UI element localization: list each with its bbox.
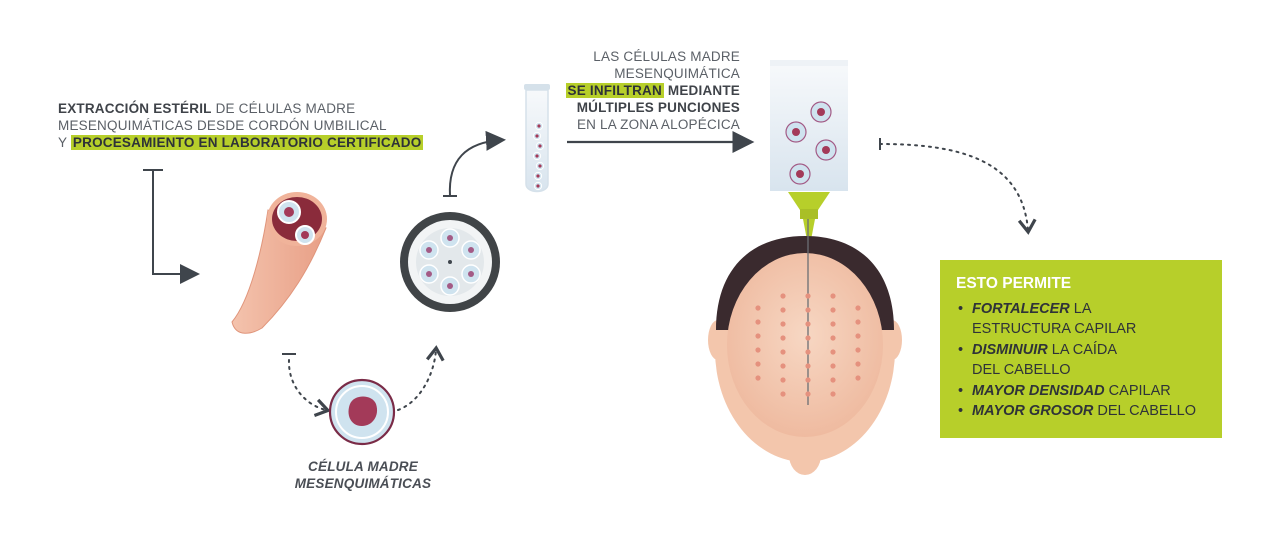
benefit-item: MAYOR DENSIDAD CAPILAR bbox=[956, 381, 1206, 402]
injection-dot bbox=[805, 377, 811, 383]
injection-dot bbox=[805, 391, 811, 397]
injection-dot bbox=[830, 335, 836, 341]
benefit-item: DISMINUIR LA CAÍDA DEL CABELLO bbox=[956, 340, 1206, 381]
injection-dot bbox=[855, 305, 861, 311]
injection-dot bbox=[855, 375, 861, 381]
benefit-text-line2: DEL CABELLO bbox=[972, 362, 1071, 378]
injection-dot bbox=[805, 349, 811, 355]
step-infiltration-text: LAS CÉLULAS MADRE MESENQUIMÁTICA SE INFI… bbox=[548, 48, 740, 133]
injection-dot bbox=[830, 363, 836, 369]
injection-dot bbox=[780, 335, 786, 341]
benefits-box: ESTO PERMITE FORTALECER LA ESTRUCTURA CA… bbox=[940, 260, 1222, 438]
injection-dot bbox=[755, 305, 761, 311]
injection-dot bbox=[830, 307, 836, 313]
injection-dot bbox=[805, 293, 811, 299]
injection-dot bbox=[780, 377, 786, 383]
benefit-text: LA CAÍDA bbox=[1047, 341, 1118, 358]
injection-dot bbox=[830, 377, 836, 383]
stem-cell-icon bbox=[328, 378, 396, 446]
injection-dot bbox=[780, 321, 786, 327]
injection-dot bbox=[830, 349, 836, 355]
processing-highlight: PROCESAMIENTO EN LABORATORIO CERTIFICADO bbox=[70, 135, 424, 150]
benefit-text-line2: ESTRUCTURA CAPILAR bbox=[972, 321, 1137, 337]
extraction-bold: EXTRACCIÓN ESTÉRIL bbox=[58, 101, 212, 116]
injection-dot bbox=[780, 307, 786, 313]
benefit-item: FORTALECER LA ESTRUCTURA CAPILAR bbox=[956, 299, 1206, 340]
arrow-dish-to-tube bbox=[443, 130, 506, 197]
injection-dot bbox=[830, 391, 836, 397]
infiltration-line2: MESENQUIMÁTICA bbox=[614, 66, 740, 81]
stem-cell-label-line2: MESENQUIMÁTICAS bbox=[294, 476, 432, 491]
injection-dot bbox=[780, 293, 786, 299]
infiltration-line1: LAS CÉLULAS MADRE bbox=[593, 49, 740, 64]
step-extraction-text: EXTRACCIÓN ESTÉRIL DE CÉLULAS MADRE MESE… bbox=[58, 100, 438, 151]
arrow-to-benefits bbox=[879, 138, 1037, 235]
injection-dot bbox=[855, 361, 861, 367]
injection-dot bbox=[805, 335, 811, 341]
benefit-emphasis: DISMINUIR bbox=[972, 341, 1048, 358]
syringe-icon bbox=[770, 60, 848, 240]
injection-dot bbox=[755, 361, 761, 367]
injection-dot bbox=[805, 307, 811, 313]
infiltration-line4: MÚLTIPLES PUNCIONES bbox=[576, 100, 740, 115]
stem-cell-label-line1: CÉLULA MADRE bbox=[308, 459, 418, 474]
injection-dot bbox=[855, 347, 861, 353]
extraction-line1: DE CÉLULAS MADRE bbox=[211, 101, 356, 116]
infiltration-highlight: SE INFILTRAN bbox=[565, 83, 664, 98]
injection-dot bbox=[780, 363, 786, 369]
benefit-emphasis: FORTALECER bbox=[972, 300, 1070, 317]
benefit-text: LA bbox=[1069, 300, 1092, 317]
extraction-line2: MESENQUIMÁTICAS DESDE CORDÓN UMBILICAL bbox=[58, 118, 387, 133]
injection-dot bbox=[780, 349, 786, 355]
benefits-title: ESTO PERMITE bbox=[956, 275, 1072, 292]
injection-dot bbox=[755, 375, 761, 381]
benefit-text: DEL CABELLO bbox=[1093, 403, 1196, 419]
benefit-emphasis: MAYOR DENSIDAD bbox=[972, 382, 1105, 399]
petri-dish-icon bbox=[400, 212, 500, 312]
injection-dot bbox=[830, 293, 836, 299]
injection-points bbox=[755, 293, 861, 397]
injection-dot bbox=[755, 347, 761, 353]
stem-cell-cycle-arrows bbox=[282, 345, 445, 417]
benefit-item: MAYOR GROSOR DEL CABELLO bbox=[956, 401, 1206, 422]
injection-dot bbox=[755, 319, 761, 325]
infiltration-line3: MEDIANTE bbox=[663, 83, 740, 98]
injection-dot bbox=[805, 321, 811, 327]
injection-dot bbox=[855, 333, 861, 339]
test-tube-icon bbox=[524, 84, 550, 193]
head-icon bbox=[708, 219, 902, 475]
benefit-text: CAPILAR bbox=[1104, 382, 1171, 399]
extraction-prefix: Y bbox=[58, 135, 71, 150]
injection-dot bbox=[805, 363, 811, 369]
injection-dot bbox=[855, 319, 861, 325]
injection-dot bbox=[780, 391, 786, 397]
stem-cell-label: CÉLULA MADRE MESENQUIMÁTICAS bbox=[268, 458, 458, 492]
injection-dot bbox=[830, 321, 836, 327]
benefits-list: FORTALECER LA ESTRUCTURA CAPILAR DISMINU… bbox=[956, 299, 1206, 422]
injection-dot bbox=[755, 333, 761, 339]
infiltration-line5: EN LA ZONA ALOPÉCICA bbox=[576, 117, 740, 132]
benefit-emphasis: MAYOR GROSOR bbox=[972, 403, 1094, 419]
arrow-to-cord bbox=[143, 169, 200, 284]
umbilical-cord-icon bbox=[231, 192, 327, 334]
